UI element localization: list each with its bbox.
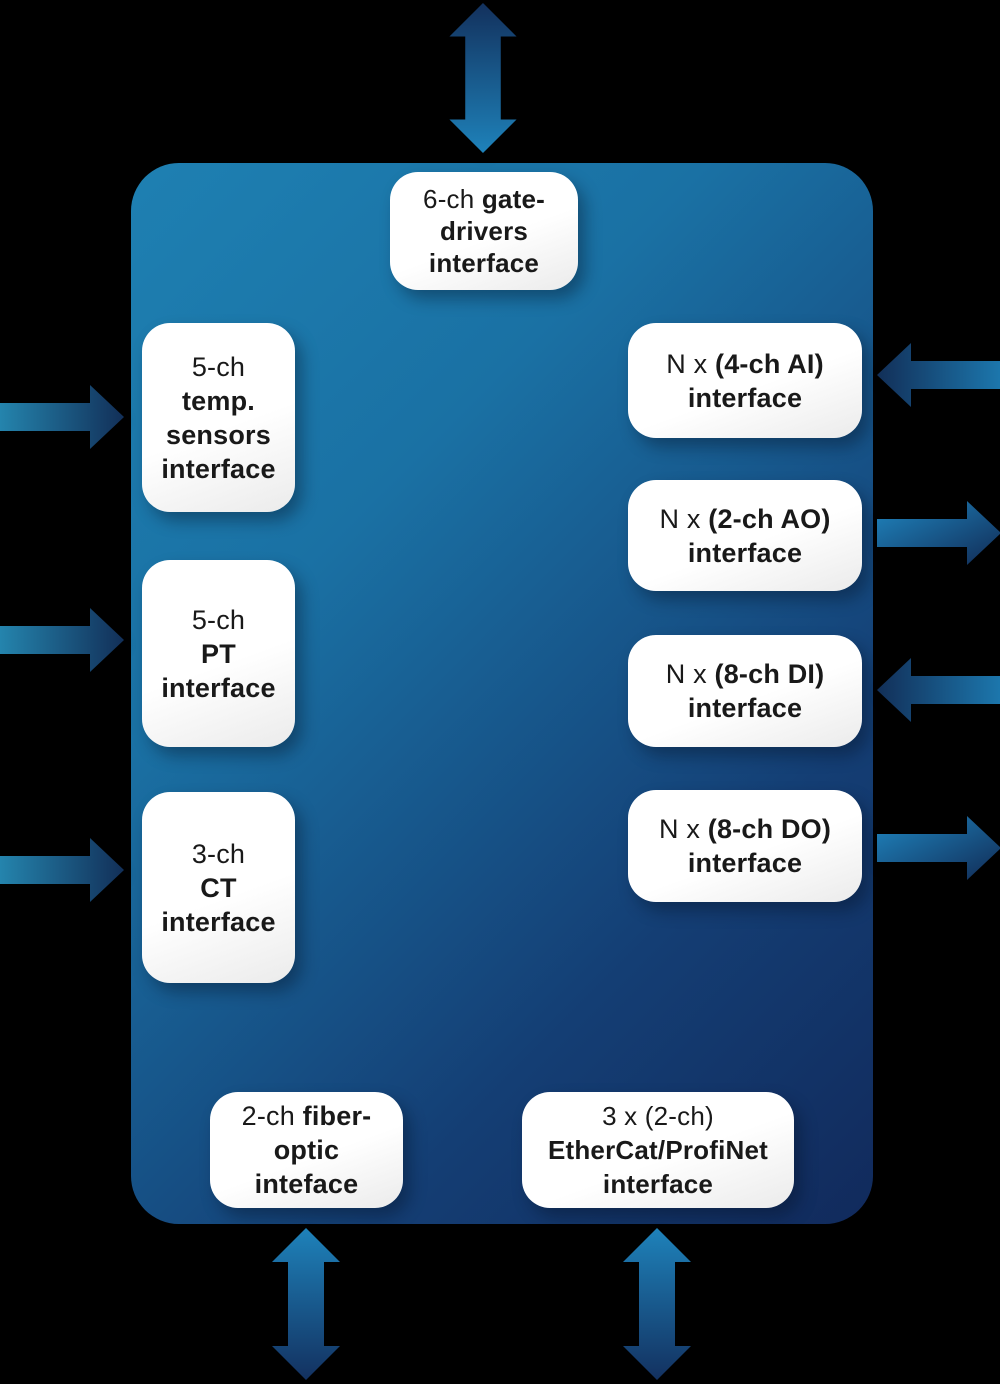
pt-in-arrow-icon xyxy=(0,608,124,672)
node-label: N x (2-ch AO)interface xyxy=(659,503,831,568)
node-label: N x (8-ch DO)interface xyxy=(658,814,832,878)
ai-in-arrow-icon xyxy=(877,343,1000,407)
fiber-optic-bidirectional-arrow-icon xyxy=(272,1228,340,1380)
ct-in-arrow-icon xyxy=(0,838,124,902)
node-label: N x (8-ch DI)interface xyxy=(665,659,825,723)
do-out-arrow-icon xyxy=(877,816,1000,880)
node-do-interface: N x (8-ch DO)interface xyxy=(628,790,862,902)
gate-drivers-bidirectional-arrow-icon xyxy=(449,3,517,153)
node-label: N x (4-ch AI)interface xyxy=(666,348,824,413)
di-in-arrow-icon xyxy=(877,658,1000,722)
node-ai-interface: N x (4-ch AI)interface xyxy=(628,323,862,438)
ethercat-bidirectional-arrow-icon xyxy=(623,1228,691,1380)
node-di-interface: N x (8-ch DI)interface xyxy=(628,635,862,747)
temp-sensors-in-arrow-icon xyxy=(0,385,124,449)
ao-out-arrow-icon xyxy=(877,501,1000,565)
node-ao-interface: N x (2-ch AO)interface xyxy=(628,480,862,591)
